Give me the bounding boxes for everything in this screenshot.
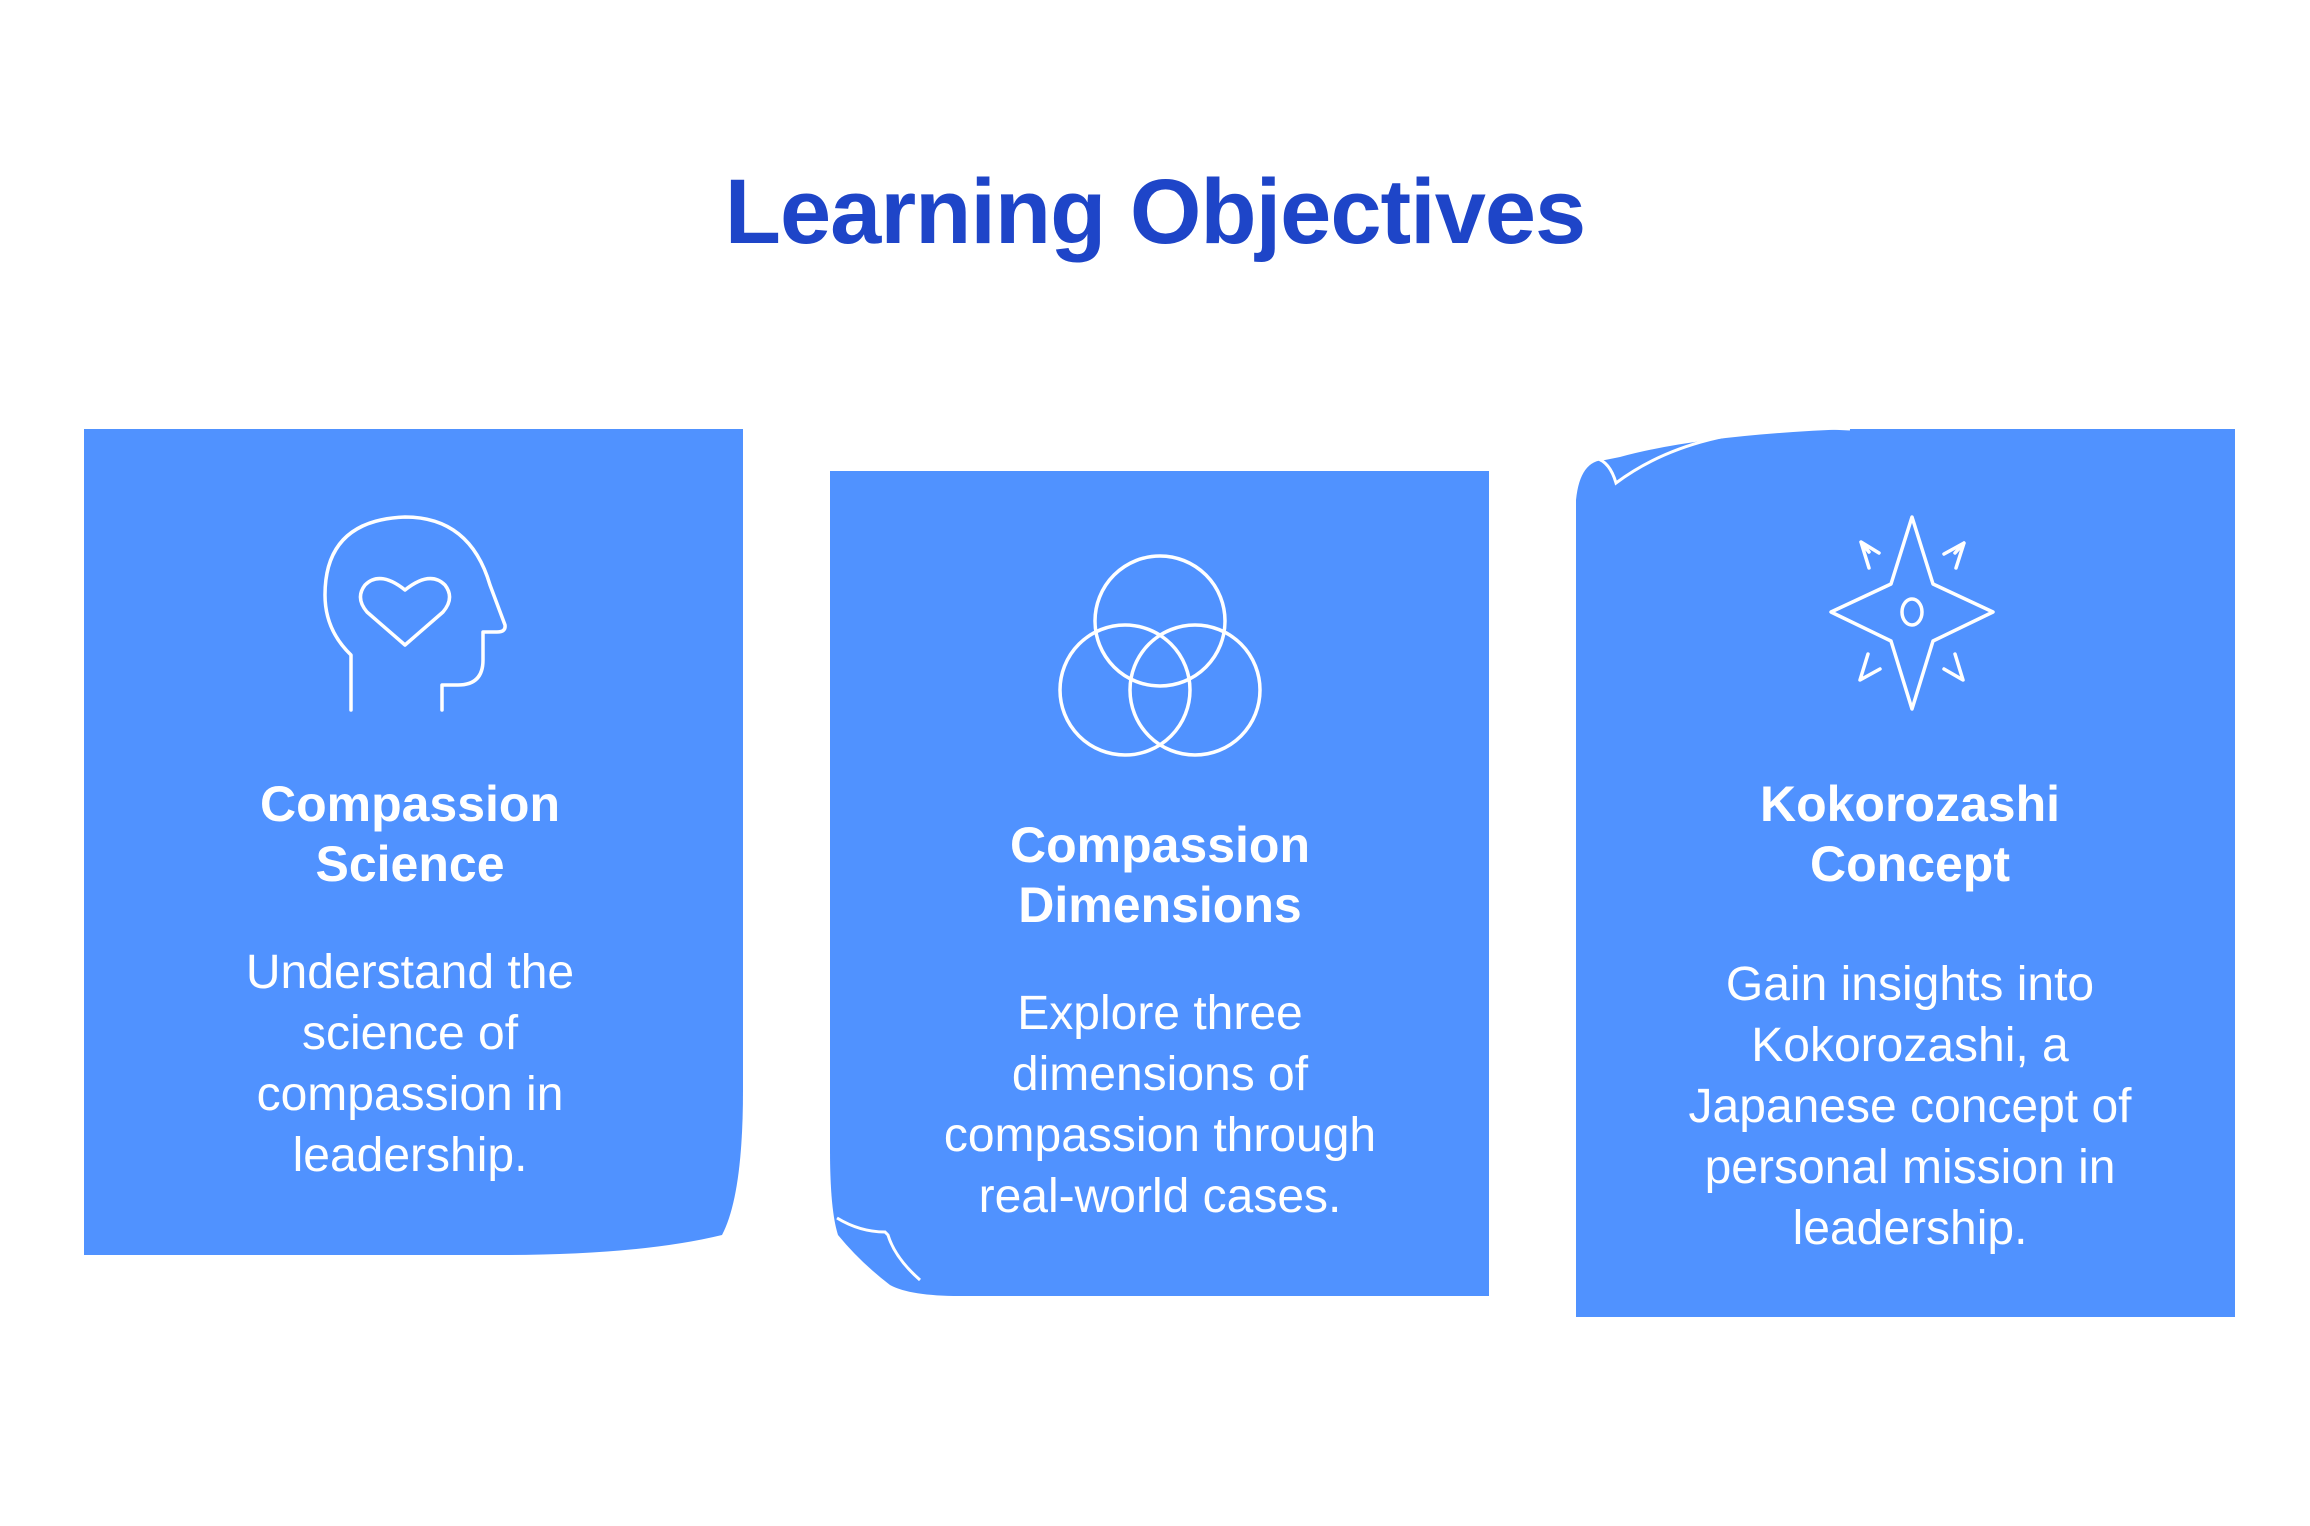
card-body: Explore three dimensions of compassion t… bbox=[943, 987, 1377, 1223]
head-heart-icon bbox=[323, 515, 507, 712]
card-body: Gain insights into Kokorozashi, a Japane… bbox=[1688, 958, 2132, 1255]
card-3-shape bbox=[1576, 429, 2235, 1317]
card-heading: Compassion Science bbox=[259, 776, 561, 892]
card-heading: Kokorozashi Concept bbox=[1759, 776, 2061, 892]
card-heading: Compassion Dimensions bbox=[1009, 817, 1311, 933]
card-body: Understand the science of compassion in … bbox=[245, 946, 575, 1182]
compass-star-icon bbox=[1829, 515, 1995, 711]
card-compassion-dimensions: Compassion Dimensions Explore three dime… bbox=[880, 815, 1440, 1227]
card-2-curl bbox=[836, 1216, 921, 1282]
venn-circles-icon bbox=[1058, 554, 1262, 757]
card-compassion-science: Compassion Science Understand the scienc… bbox=[130, 774, 690, 1186]
card-2-shape bbox=[830, 471, 1489, 1296]
card-kokorozashi-concept: Kokorozashi Concept Gain insights into K… bbox=[1630, 774, 2190, 1259]
page-title: Learning Objectives bbox=[724, 161, 1586, 263]
card-3-curl bbox=[1595, 426, 1851, 486]
card-1-shape bbox=[84, 429, 743, 1255]
